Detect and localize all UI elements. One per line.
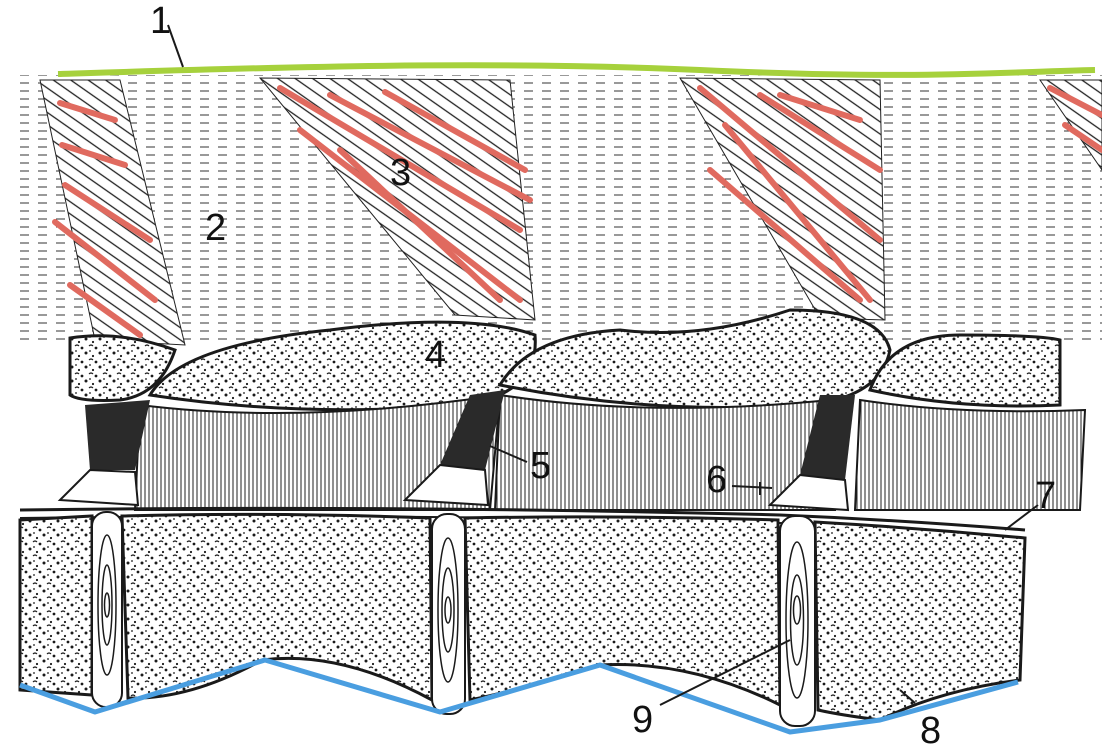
- label-3: 3: [390, 152, 411, 194]
- label-9: 9: [632, 699, 653, 741]
- spinous-processes: [20, 75, 1102, 340]
- label-1: 1: [150, 0, 171, 42]
- ligamentum-flavum: [135, 395, 1085, 510]
- label-5: 5: [530, 445, 551, 487]
- vertebral-body-2: [122, 514, 432, 700]
- disc-1: [92, 512, 122, 707]
- label-4: 4: [425, 334, 446, 376]
- label-8: 8: [920, 710, 941, 749]
- lamina-4: [870, 335, 1060, 406]
- label-2: 2: [205, 207, 226, 249]
- label-6: 6: [706, 459, 727, 501]
- vertebral-body-3: [465, 517, 780, 705]
- disc-3: [780, 516, 815, 726]
- vertebral-body-1: [20, 516, 92, 695]
- disc-2: [432, 514, 465, 714]
- label-7: 7: [1035, 475, 1056, 517]
- supraspinous-ligament: [58, 65, 1095, 75]
